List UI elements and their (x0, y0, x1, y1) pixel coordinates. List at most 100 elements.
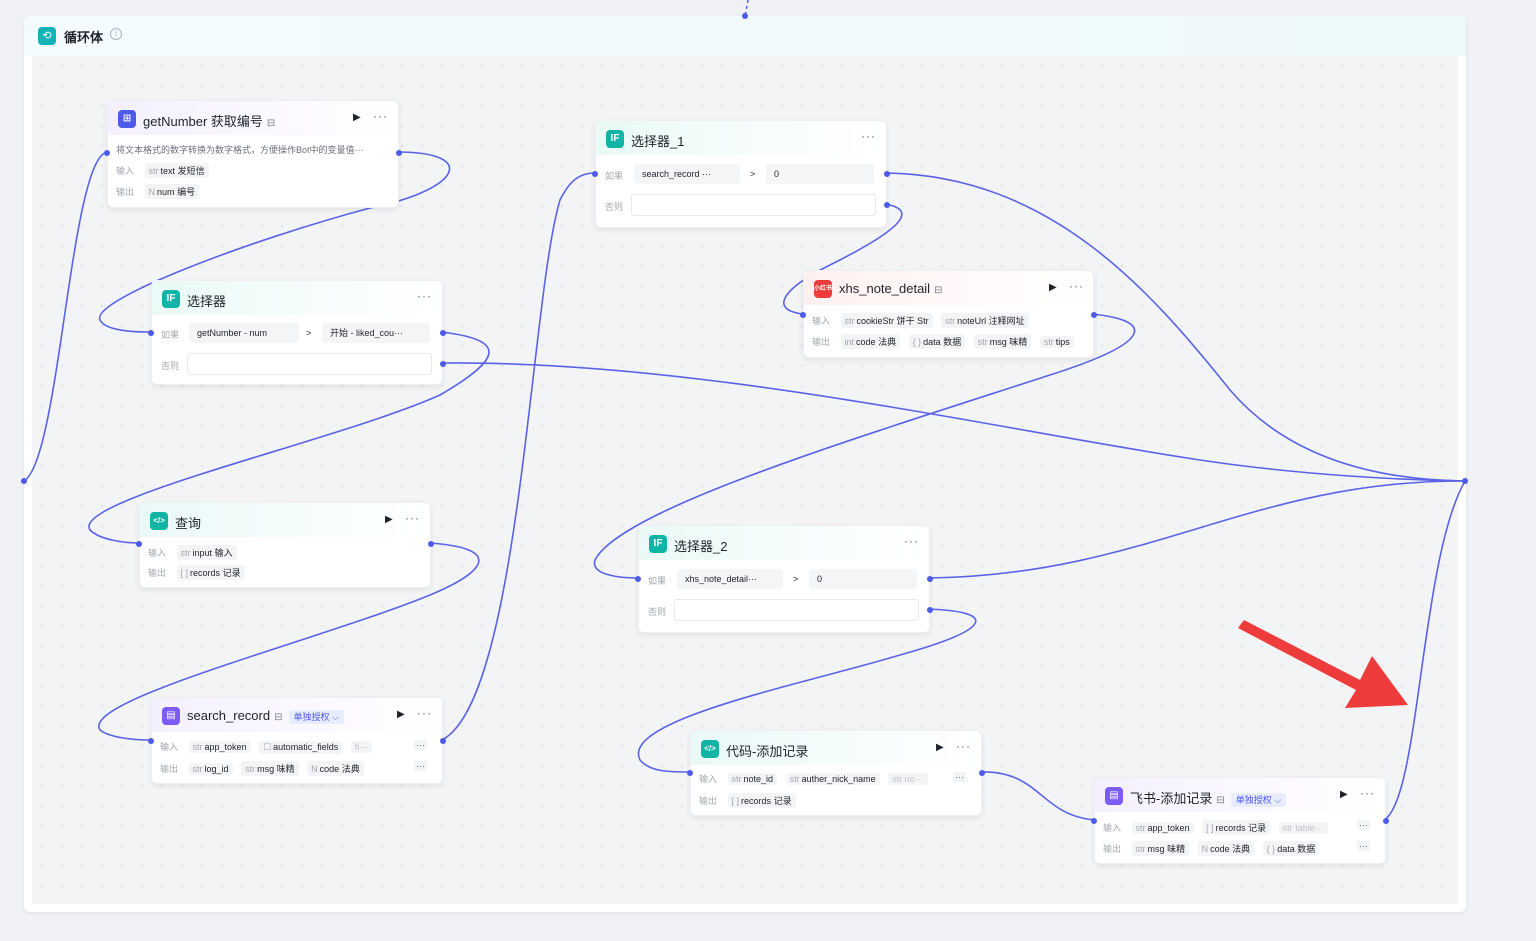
bookmark-icon: ⊟ (1216, 795, 1225, 806)
node-title: 选择器_2 (674, 539, 728, 554)
output-port[interactable] (1383, 818, 1389, 824)
if-label: 如果 (161, 330, 180, 340)
input-port[interactable] (1091, 818, 1097, 824)
run-button[interactable]: ▶ (397, 709, 405, 720)
condition-right-field[interactable]: 0 (809, 569, 917, 589)
node-header (804, 271, 1093, 305)
loop-header: ⟲ 循环体 i (24, 16, 1466, 56)
input-port[interactable] (687, 770, 693, 776)
else-output-port[interactable] (884, 202, 890, 208)
else-branch-box (674, 599, 919, 621)
condition-left-field[interactable]: xhs_note_detail··· (677, 569, 783, 589)
node-title: xhs_note_detail⊟ (839, 281, 943, 296)
more-outputs-button[interactable]: ··· (414, 761, 427, 771)
wire-query-search (98, 542, 480, 741)
node-title: 选择器 (187, 294, 227, 309)
condition-operator[interactable]: > (750, 169, 756, 179)
more-menu-button[interactable]: ··· (861, 129, 876, 143)
input-port[interactable] (104, 150, 110, 156)
run-button[interactable]: ▶ (936, 742, 944, 753)
more-inputs-button[interactable]: ··· (953, 772, 966, 782)
output-port[interactable] (1091, 312, 1097, 318)
if-output-port[interactable] (927, 576, 933, 582)
condition-right-field[interactable]: 0 (766, 164, 874, 184)
node-selector-2[interactable]: IF 选择器_2 ··· 如果 xhs_note_detail··· > 0 否… (635, 525, 933, 633)
input-port[interactable] (635, 576, 641, 582)
more-menu-button[interactable]: ··· (956, 739, 971, 753)
output-port[interactable] (428, 541, 434, 547)
loop-icon: ⟲ (38, 27, 56, 45)
node-title: getNumber 获取编号⊟ (143, 114, 276, 129)
input-port[interactable] (136, 541, 142, 547)
output-port[interactable] (396, 150, 402, 156)
bookmark-icon: ⊟ (934, 285, 943, 296)
condition-operator[interactable]: > (793, 574, 799, 584)
more-menu-button[interactable]: ··· (1360, 786, 1375, 800)
chevron-down-icon: ⌵ (332, 711, 339, 722)
run-button[interactable]: ▶ (1340, 789, 1348, 800)
wire-getnumber-selector (99, 151, 451, 333)
run-button[interactable]: ▶ (1049, 282, 1057, 293)
input-port[interactable] (148, 738, 154, 744)
output-row: 输出 [ ]records 记录 (148, 565, 251, 580)
more-menu-button[interactable]: ··· (417, 706, 432, 720)
auth-tag[interactable]: 单独授权 ⌵ (288, 709, 344, 724)
output-row: 输出 [ ]records 记录 (699, 793, 802, 808)
run-button[interactable]: ▶ (353, 112, 361, 123)
more-inputs-button[interactable]: ··· (414, 740, 427, 750)
if-output-port[interactable] (440, 330, 446, 336)
input-port[interactable] (800, 312, 806, 318)
input-port[interactable] (592, 171, 598, 177)
node-getnumber[interactable]: ⊞ getNumber 获取编号⊟ ▶ ··· 将文本格式的数字转换为数字格式，… (104, 100, 402, 208)
condition-right-field[interactable]: 开始 - liked_cou··· (322, 323, 430, 343)
more-menu-button[interactable]: ··· (405, 511, 420, 525)
else-output-port[interactable] (440, 361, 446, 367)
chevron-down-icon: ⌵ (1274, 794, 1282, 805)
more-inputs-button[interactable]: ··· (1357, 820, 1370, 830)
condition-left-field[interactable]: getNumber - num (189, 323, 299, 343)
more-menu-button[interactable]: ··· (1069, 279, 1084, 293)
plugin-icon: ▤ (162, 707, 180, 725)
condition-left-field[interactable]: search_record ··· (634, 164, 740, 184)
more-outputs-button[interactable]: ··· (1357, 841, 1370, 851)
auth-tag[interactable]: 单独授权 ⌵ (1230, 792, 1287, 807)
node-selector[interactable]: IF 选择器 ··· 如果 getNumber - num > 开始 - lik… (148, 280, 446, 385)
node-header (108, 101, 398, 135)
plugin-icon: ▤ (1105, 787, 1123, 805)
else-label: 否则 (605, 202, 624, 212)
if-icon: IF (649, 535, 667, 553)
else-output-port[interactable] (927, 607, 933, 613)
loop-title: 循环体 (64, 30, 104, 45)
wire-search-selector1 (441, 172, 596, 741)
node-header (639, 526, 929, 560)
code-icon: </> (701, 740, 719, 758)
run-button[interactable]: ▶ (385, 514, 393, 525)
node-title: 飞书-添加记录⊟单独授权 ⌵ (1130, 788, 1287, 807)
info-icon[interactable]: i (110, 28, 122, 40)
node-description: 将文本格式的数字转换为数字格式，方便操作Bot中的变量值··· (116, 145, 364, 155)
wire-top-in (744, 0, 749, 17)
more-menu-button[interactable]: ··· (373, 109, 388, 123)
node-selector-1[interactable]: IF 选择器_1 ··· 如果 search_record ··· > 0 否则 (592, 120, 890, 228)
output-port[interactable] (440, 738, 446, 744)
code-icon: </> (150, 512, 168, 530)
node-title: 代码-添加记录 (726, 744, 809, 759)
loop-right-port (1462, 478, 1468, 484)
else-branch-box (187, 353, 432, 375)
output-port[interactable] (979, 770, 985, 776)
if-output-port[interactable] (884, 171, 890, 177)
node-title: search_record⊟单独授权 ⌵ (187, 708, 344, 724)
input-port[interactable] (148, 330, 154, 336)
more-menu-button[interactable]: ··· (417, 289, 432, 303)
condition-operator[interactable]: > (306, 328, 312, 338)
more-menu-button[interactable]: ··· (904, 534, 919, 548)
